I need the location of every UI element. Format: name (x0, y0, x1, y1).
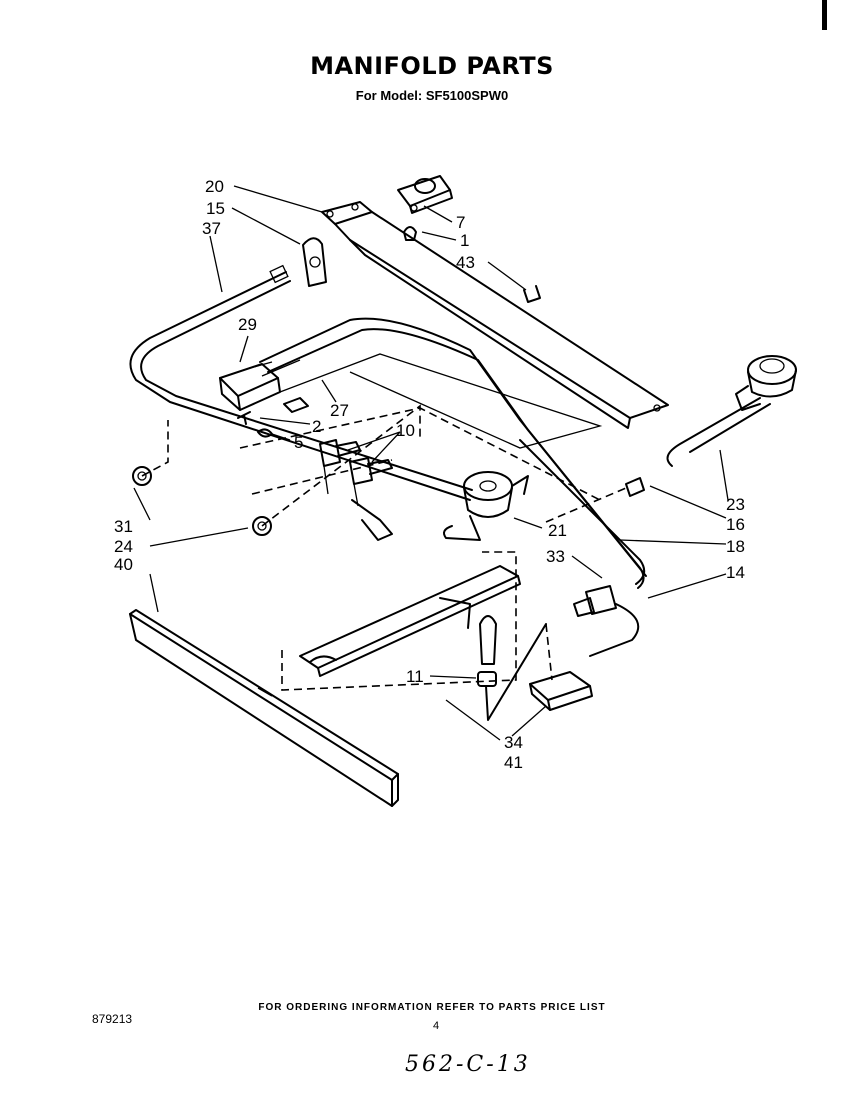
mounting-clip (523, 285, 541, 303)
valve-bracket (351, 499, 393, 541)
callout-20: 20 (205, 177, 224, 196)
callout-33: 33 (546, 547, 565, 566)
callout-10: 10 (396, 421, 415, 440)
manifold-bracket (321, 201, 669, 429)
capillary-tube-2 (267, 328, 647, 577)
callout-21: 21 (548, 521, 567, 540)
callout-23: 23 (726, 495, 745, 514)
valve-knob-parts (132, 404, 421, 536)
callout-31: 31 (114, 517, 133, 536)
callout-37: 37 (202, 219, 221, 238)
callout-34: 34 (504, 733, 523, 752)
orifice (403, 226, 417, 241)
callout-labels: 20 15 37 29 27 2 5 10 7 1 43 31 24 40 21… (114, 177, 745, 772)
callout-2: 2 (312, 417, 321, 436)
igniter (477, 615, 497, 687)
bulb-holder (283, 397, 309, 413)
callout-16: 16 (726, 515, 745, 534)
page-title: MANIFOLD PARTS (310, 52, 554, 80)
model-subtitle: For Model: SF5100SPW0 (355, 88, 509, 103)
safety-valve-tube (519, 439, 646, 585)
valve-clamp (302, 237, 327, 287)
right-burner (666, 355, 797, 467)
manifold-exploded-diagram: 20 15 37 29 27 2 5 10 7 1 43 31 24 40 21… (114, 175, 797, 807)
oven-burner (443, 471, 529, 541)
assembly-outline (239, 407, 601, 501)
assembly-outline-2 (251, 459, 393, 495)
callout-40: 40 (114, 555, 133, 574)
thermostat-bulb (279, 353, 603, 449)
corner-mark (822, 0, 827, 30)
orifice-hood (625, 477, 645, 497)
callout-14: 14 (726, 563, 745, 582)
callout-15: 15 (206, 199, 225, 218)
callout-24: 24 (114, 537, 133, 556)
leader-lines (133, 185, 729, 741)
igniter-switch (529, 623, 593, 711)
lower-assembly-outline (281, 551, 517, 691)
capillary-tube (259, 317, 645, 589)
document-number: 879213 (92, 1012, 133, 1026)
burner-head (397, 175, 453, 214)
callout-11: 11 (406, 667, 424, 686)
callout-5: 5 (294, 433, 303, 452)
safety-valve (573, 585, 617, 617)
callout-43: 43 (456, 253, 475, 272)
thermostat (219, 359, 301, 411)
callout-1: 1 (460, 231, 469, 250)
callout-41: 41 (504, 753, 523, 772)
pilot-tubing (589, 603, 640, 657)
page-number: 4 (433, 1020, 440, 1032)
screw (237, 411, 251, 425)
callout-7: 7 (456, 213, 465, 232)
manifold-pipe (129, 264, 473, 501)
callout-27: 27 (330, 401, 349, 420)
manifold-panel (129, 609, 399, 807)
handwritten-note: 562-C-13 (405, 1052, 531, 1077)
ordering-note: FOR ORDERING INFORMATION REFER TO PARTS … (258, 1002, 606, 1013)
burner-valves (319, 439, 393, 507)
callout-18: 18 (726, 537, 745, 556)
callout-29: 29 (238, 315, 257, 334)
lower-bracket (299, 565, 521, 677)
wire-harness (485, 623, 547, 721)
